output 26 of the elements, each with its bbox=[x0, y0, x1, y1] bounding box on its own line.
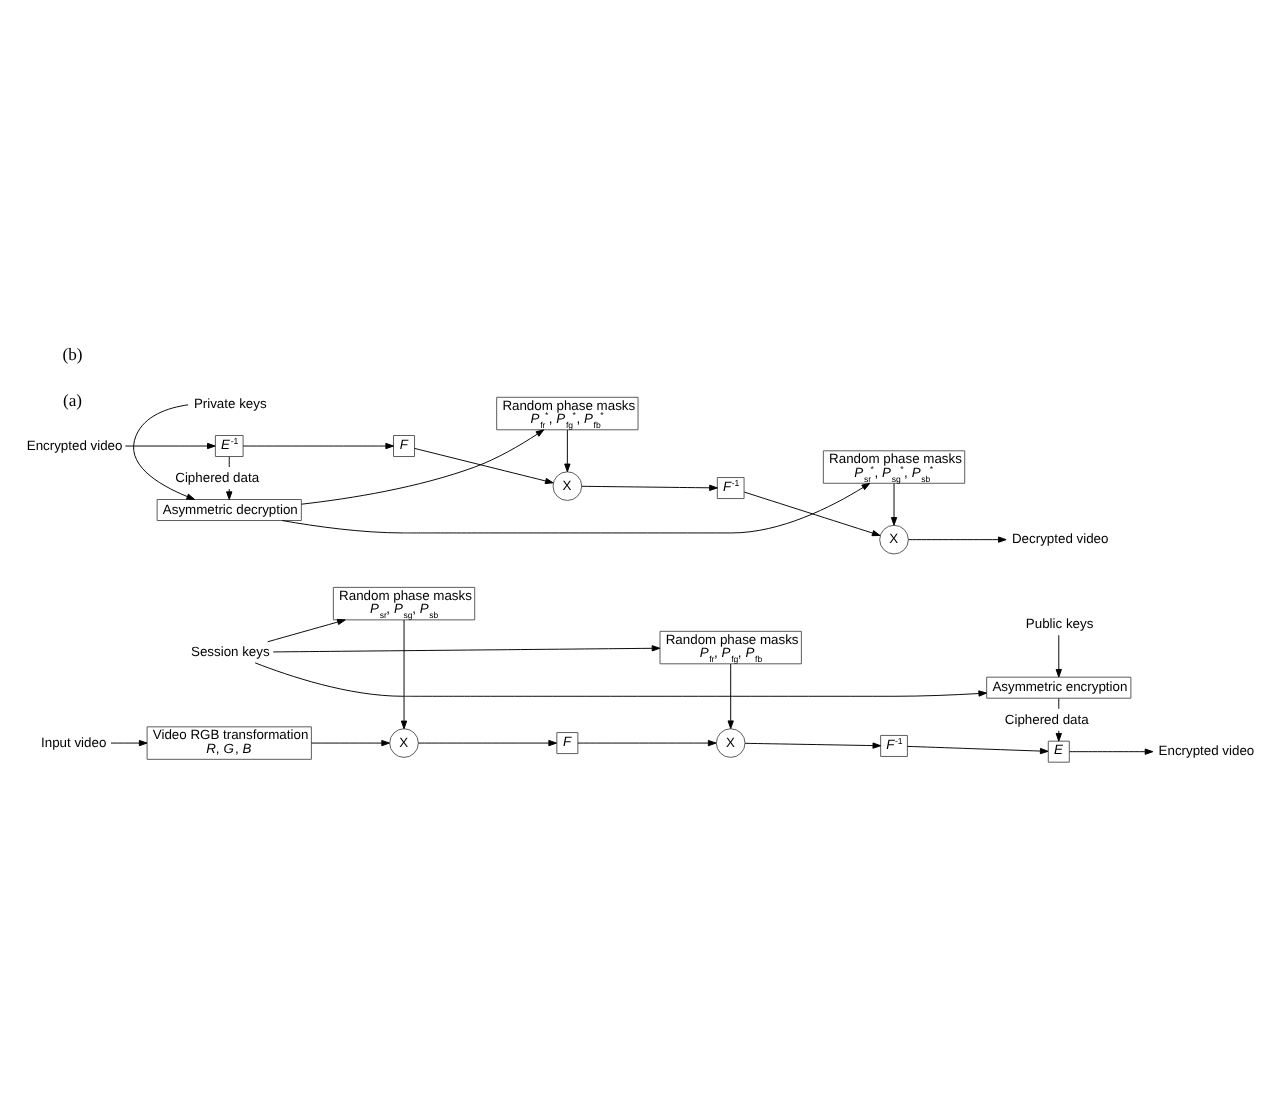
arrow bbox=[414, 447, 554, 485]
arrow bbox=[907, 745, 1049, 755]
arrow bbox=[581, 484, 718, 491]
arrow bbox=[281, 482, 871, 534]
arrow bbox=[254, 662, 987, 697]
arrow bbox=[744, 742, 882, 749]
arrow bbox=[727, 663, 734, 729]
arrow bbox=[124, 442, 216, 450]
label: (b) bbox=[62, 344, 83, 365]
arrow bbox=[1055, 634, 1062, 678]
arrow bbox=[400, 619, 408, 730]
arrow bbox=[564, 429, 571, 473]
arrow bbox=[908, 536, 1007, 543]
label: (a) bbox=[63, 390, 83, 411]
arrow bbox=[267, 618, 346, 643]
arrow bbox=[418, 739, 557, 747]
arrow bbox=[272, 645, 661, 653]
arrow bbox=[133, 404, 196, 500]
arrow bbox=[890, 482, 898, 526]
arrow bbox=[110, 739, 148, 747]
arrow bbox=[311, 739, 390, 747]
arrow bbox=[577, 739, 717, 747]
arrow bbox=[301, 429, 545, 505]
arrow bbox=[1069, 748, 1154, 755]
arrow bbox=[242, 442, 394, 450]
arrow bbox=[743, 491, 881, 537]
